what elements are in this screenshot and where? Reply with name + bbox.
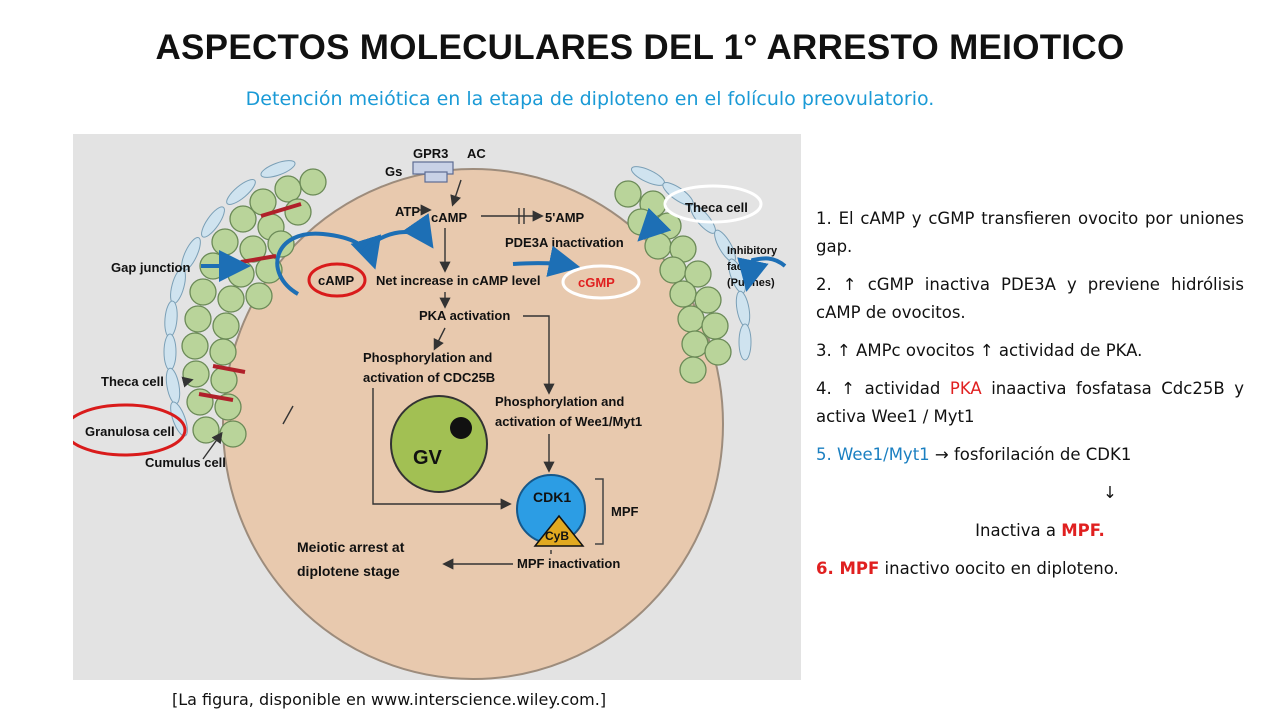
step-3: 3. ↑ AMPc ovocitos ↑ actividad de PKA. — [816, 341, 1143, 360]
step-5: 5. Wee1/Myt1 → fosforilación de CDK1 — [816, 441, 1244, 469]
label-arrest-2: diplotene stage — [297, 563, 400, 579]
left-granulosa-cells — [181, 168, 327, 448]
label-granulosa: Granulosa cell — [85, 424, 175, 439]
label-wee1-2: activation of Wee1/Myt1 — [495, 414, 642, 429]
label-cdc25b-2: activation of CDC25B — [363, 370, 495, 385]
highlight-theca — [663, 184, 763, 224]
label-5amp: 5'AMP — [545, 210, 585, 225]
highlight-cgmp — [561, 264, 641, 300]
label-cgmp: cGMP — [578, 275, 615, 290]
follicle-diagram-svg: Gs GPR3 AC ATP cAMP 5'AMP PDE3A inactiva… — [73, 146, 787, 680]
step-arrow-down: ↓ — [1103, 483, 1117, 502]
step-inactiva: Inactiva a MPF. — [816, 517, 1244, 545]
step-inactiva-mpf: MPF. — [1061, 521, 1105, 540]
slide-subtitle: Detención meiótica en la etapa de diplot… — [245, 88, 935, 110]
step-4: 4. ↑ actividad PKA inaactiva fosfatasa C… — [816, 375, 1244, 431]
step-5-part-b: → fosforilación de CDK1 — [929, 445, 1132, 464]
label-mpf-inact: MPF inactivation — [517, 556, 620, 571]
label-pde3a: PDE3A inactivation — [505, 235, 624, 250]
label-cumulus: Cumulus cell — [145, 455, 226, 470]
slide-title: ASPECTOS MOLECULARES DEL 1° ARRESTO MEIO… — [155, 28, 1125, 67]
theca-cells — [163, 160, 752, 437]
label-atp: ATP — [395, 204, 420, 219]
step-1: 1. El cAMP y cGMP transfieren ovocito po… — [816, 209, 1244, 256]
cyb-protein — [533, 514, 585, 547]
label-wee1-1: Phosphorylation and — [495, 394, 624, 409]
label-gap-junction: Gap junction — [111, 260, 191, 275]
pathway-arrows — [181, 179, 555, 570]
step-4-part-a: 4. ↑ actividad — [816, 379, 950, 398]
nucleolus — [450, 417, 472, 439]
label-theca-right: Theca cell — [685, 200, 748, 215]
step-6-part-b: inactivo oocito en diploteno. — [879, 559, 1119, 578]
label-gs: Gs — [385, 164, 402, 179]
label-gv: GV — [413, 447, 443, 469]
ac-enzyme — [424, 171, 448, 183]
step-5-wee1: 5. Wee1/Myt1 — [816, 445, 930, 464]
label-cdc25b-1: Phosphorylation and — [363, 350, 492, 365]
explanation-steps: 1. El cAMP y cGMP transfieren ovocito po… — [816, 205, 1244, 593]
label-cyb: CyB — [545, 529, 569, 543]
label-pka: PKA activation — [419, 308, 510, 323]
highlight-granulosa — [73, 403, 187, 457]
label-ac: AC — [467, 146, 486, 161]
label-net-increase: Net increase in cAMP level — [376, 273, 541, 288]
label-mpf: MPF — [611, 504, 639, 519]
label-arrest-1: Meiotic arrest at — [297, 539, 405, 555]
step-2: 2. ↑ cGMP inactiva PDE3A y previene hidr… — [816, 275, 1244, 322]
label-theca-left: Theca cell — [101, 374, 164, 389]
label-gpr3: GPR3 — [413, 146, 448, 161]
step-4-pka: PKA — [949, 379, 982, 398]
step-4-part-b: inaactiva fosfatasa Cdc25B y activa Wee1… — [816, 379, 1244, 426]
highlight-camp — [307, 262, 367, 298]
blue-arrows — [201, 207, 787, 296]
label-camp-circled: cAMP — [318, 273, 354, 288]
label-camp-top: cAMP — [431, 210, 467, 225]
label-inhib-1: Inhibitory — [727, 245, 778, 257]
label-cdk1: CDK1 — [533, 489, 571, 505]
follicle-diagram: Gs GPR3 AC ATP cAMP 5'AMP PDE3A inactiva… — [73, 134, 801, 680]
gv-nucleus — [390, 395, 488, 493]
step-6: 6. MPF inactivo oocito en diploteno. — [816, 555, 1244, 583]
figure-caption: [La figura, disponible en www.interscien… — [172, 690, 607, 709]
step-inactiva-text: Inactiva a — [975, 521, 1062, 540]
mpf-bracket — [595, 478, 604, 545]
step-6-mpf: 6. MPF — [816, 559, 880, 578]
